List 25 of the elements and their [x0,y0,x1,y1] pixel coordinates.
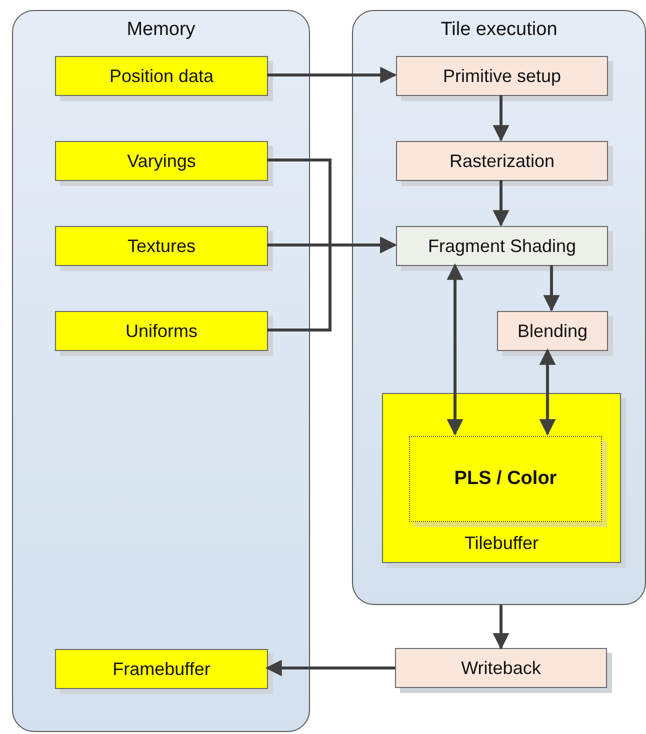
arrow [543,265,560,312]
arrow [539,348,556,436]
group-panel [352,10,646,605]
box-label: Uniforms [125,320,198,342]
box-label: PLS / Color [454,468,557,490]
arrow [267,66,397,84]
box-label: Rasterization [449,150,555,172]
arrow [492,180,510,227]
box-label: Primitive setup [442,66,562,86]
box-label: Blending [517,320,588,342]
box-label: Writeback [461,658,541,678]
box-caption: Tilebuffer [463,533,540,554]
arrow [492,605,510,650]
box-label: Textures [127,236,196,256]
panel-title: Tile execution [440,19,558,41]
box-label: Framebuffer [112,658,210,680]
arrow [446,263,464,436]
box-label: Position data [109,66,214,86]
box-label: Varyings [127,150,196,172]
panel-title: Memory [126,19,196,41]
arrow [492,95,510,142]
arrow [265,660,395,676]
arrow [267,236,397,332]
box-label: Fragment Shading [428,236,576,256]
group-panel [12,10,310,732]
